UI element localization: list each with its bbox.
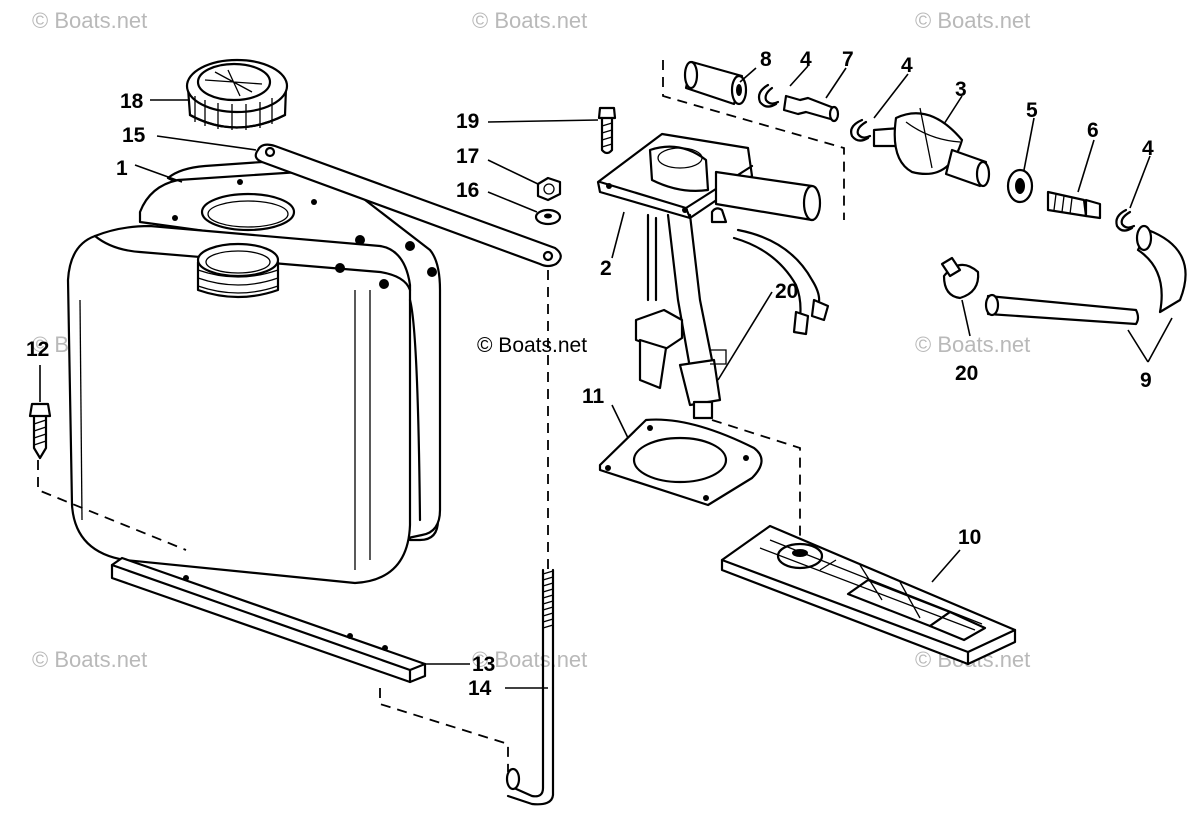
callout-17: 17 — [456, 145, 479, 168]
callout-numbers: 1 2 3 4 4 4 5 6 7 8 9 10 11 12 13 14 15 … — [26, 48, 1154, 700]
watermark: © Boats.net — [32, 647, 147, 672]
clip-4a — [757, 83, 780, 108]
watermark: © Boats.net — [472, 647, 587, 672]
clip-4b — [850, 118, 872, 142]
watermark: © Boats.net — [472, 8, 587, 33]
callout-18: 18 — [120, 90, 144, 113]
callout-4: 4 — [1142, 137, 1154, 160]
callout-2: 2 — [600, 257, 612, 280]
callout-15: 15 — [122, 124, 146, 147]
callout-7: 7 — [842, 48, 854, 71]
callout-11: 11 — [582, 385, 605, 408]
callout-16: 16 — [456, 179, 479, 202]
callout-14: 14 — [468, 677, 492, 700]
hold-down-strap — [254, 143, 562, 268]
callout-13: 13 — [472, 653, 495, 676]
callout-5: 5 — [1026, 99, 1038, 122]
screw-12 — [28, 402, 52, 460]
callout-3: 3 — [955, 78, 967, 101]
mounting-bracket — [110, 556, 427, 684]
callout-10: 10 — [958, 526, 981, 549]
hose-8 — [683, 60, 748, 106]
callout-12: 12 — [26, 338, 49, 361]
watermark: © Boats.net — [915, 8, 1030, 33]
callout-9: 9 — [1140, 369, 1152, 392]
callout-20: 20 — [775, 280, 798, 303]
gasket — [598, 418, 763, 507]
ring-5 — [1006, 168, 1034, 204]
clip-4c — [1115, 208, 1136, 232]
locknut-17 — [536, 176, 562, 202]
callout-1: 1 — [116, 157, 128, 180]
screw-19 — [597, 106, 617, 155]
connector-7 — [782, 94, 840, 123]
hose-clamp-20b — [940, 256, 980, 300]
callout-4: 4 — [901, 54, 913, 77]
callout-19: 19 — [456, 110, 479, 133]
leader-lines — [39, 65, 1173, 689]
watermark: © Boats.net — [32, 8, 147, 33]
fitting-6 — [1046, 190, 1102, 220]
watermark: © Boats.net — [915, 332, 1030, 357]
callout-6: 6 — [1087, 119, 1099, 142]
float-plate — [720, 524, 1017, 666]
callout-4: 4 — [800, 48, 812, 71]
filler-cap — [185, 58, 289, 130]
washer-16 — [534, 208, 562, 226]
fuel-tank — [66, 160, 442, 585]
fuel-pickup-assembly — [596, 132, 830, 420]
fuel-hose-9 — [984, 224, 1187, 326]
watermark-center: © Boats.net — [477, 334, 587, 357]
assembly-guides — [37, 60, 845, 772]
j-bolt — [505, 568, 555, 806]
callout-8: 8 — [760, 48, 772, 71]
callout-20: 20 — [955, 362, 978, 385]
primer-bulb — [872, 107, 991, 188]
